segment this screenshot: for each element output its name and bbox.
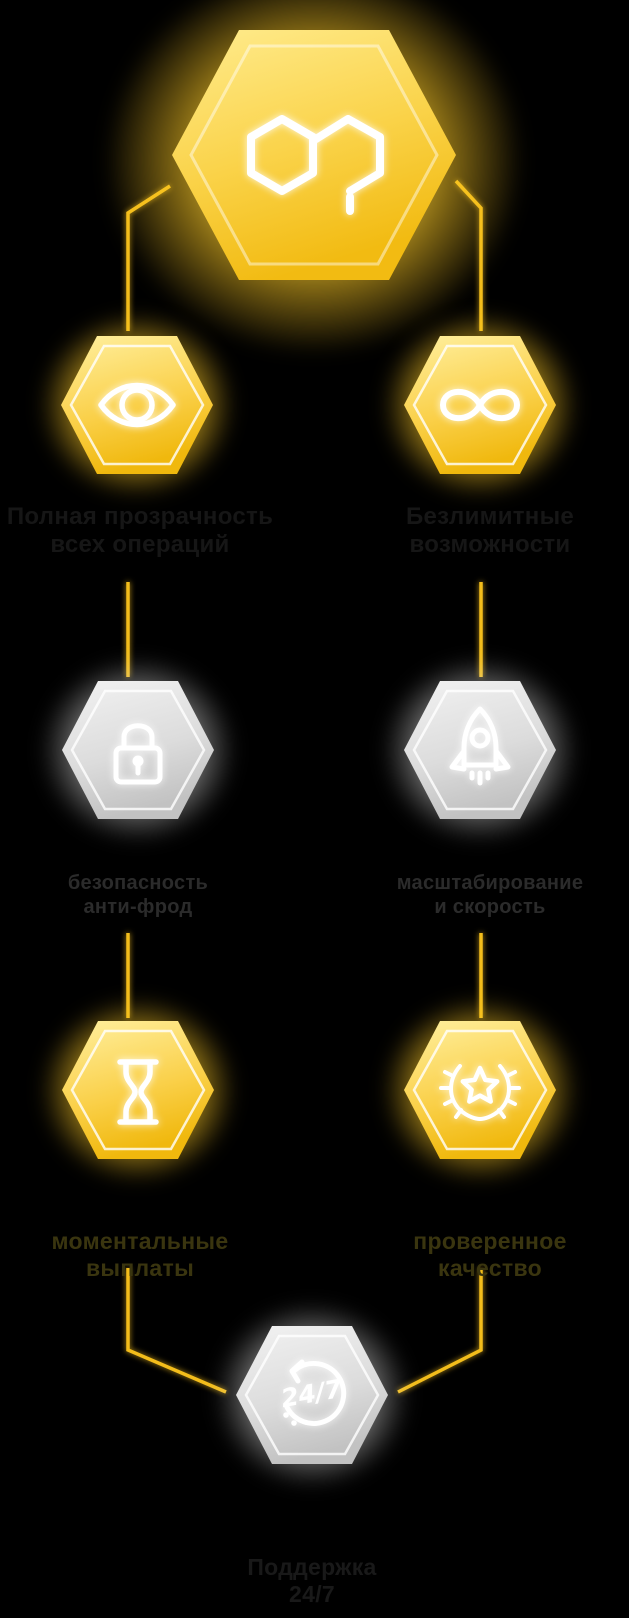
hourglass-icon bbox=[117, 1059, 159, 1125]
node-growth bbox=[382, 657, 578, 843]
infinity-icon bbox=[440, 388, 520, 422]
label-line: Безлимитные bbox=[405, 503, 575, 530]
label-line: и скорость bbox=[434, 895, 546, 918]
label-line: Полная прозрачность bbox=[6, 503, 274, 530]
label-line: анти-фрод bbox=[83, 895, 193, 918]
label-line: Поддержка bbox=[247, 1554, 377, 1580]
label-line: возможности bbox=[409, 531, 571, 559]
label-line: безопасность bbox=[67, 872, 209, 894]
label-line: выплаты bbox=[85, 1255, 195, 1282]
node-instant bbox=[40, 997, 236, 1183]
label-unlimited: Безлимитные возможности bbox=[380, 503, 600, 560]
lock-icon bbox=[113, 723, 163, 785]
rocket-icon bbox=[449, 706, 511, 786]
node-quality bbox=[382, 997, 578, 1183]
label-line: масштабирование bbox=[396, 872, 584, 894]
label-transparency: Полная прозрачность всех операций bbox=[5, 503, 275, 560]
label-line: всех операций bbox=[50, 531, 230, 559]
node-transparency bbox=[39, 312, 235, 498]
label-line: проверенное bbox=[413, 1228, 567, 1254]
label-line: 24/7 bbox=[289, 1581, 335, 1608]
eye-icon bbox=[98, 382, 176, 428]
honeycomb-drip-logo bbox=[247, 115, 384, 215]
label-support: Поддержка 24/7 bbox=[212, 1554, 412, 1608]
node-support: 24/7 bbox=[214, 1302, 410, 1488]
node-unlimited bbox=[382, 312, 578, 498]
label-quality: проверенное качество bbox=[380, 1228, 600, 1282]
node-logo bbox=[104, 0, 524, 355]
node-security bbox=[40, 657, 236, 843]
label-growth: масштабирование и скорость bbox=[375, 872, 605, 919]
label-security: безопасность анти-фрод bbox=[18, 872, 258, 919]
label-line: моментальные bbox=[51, 1228, 229, 1254]
label-line: качество bbox=[438, 1255, 542, 1282]
label-instant: моментальные выплаты bbox=[5, 1228, 275, 1282]
laurel-star-icon bbox=[439, 1064, 521, 1121]
